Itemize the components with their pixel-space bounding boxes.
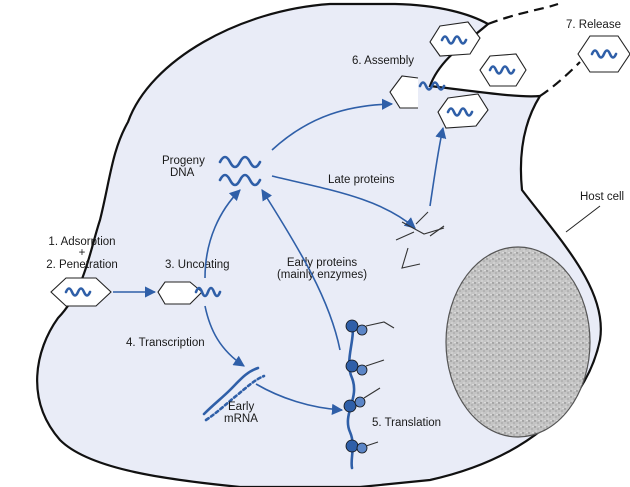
virus-assembled-2: [429, 21, 481, 57]
step-transcription-label: 4. Transcription: [126, 337, 205, 349]
progeny-label-2: DNA: [170, 167, 195, 179]
late-proteins-label: Late proteins: [328, 174, 395, 186]
virus-assembled-1: [437, 93, 489, 129]
early-mrna-label-1: Early: [228, 401, 254, 413]
early-proteins-label-1: Early proteins: [287, 257, 358, 269]
virus-outside: [50, 277, 112, 307]
membrane-gap-side: [539, 61, 581, 97]
arrow-progeny-to-late-proteins: [271, 175, 416, 229]
arrow-progeny-to-assembly: [271, 98, 394, 151]
virus-uncoating: [157, 281, 222, 305]
step-plus-label: +: [79, 247, 86, 259]
late-protein-fragments: [395, 211, 445, 269]
virus-released: [577, 35, 630, 73]
arrow-uncoating-to-progeny: [204, 189, 241, 279]
step-penetration-label: 2. Penetration: [46, 259, 118, 271]
virus-assembled-3: [479, 53, 527, 87]
arrow-uncoating-to-mrna: [204, 305, 245, 367]
membrane-gap-top: [487, 2, 559, 26]
early-proteins-label-2: (mainly enzymes): [277, 269, 367, 281]
arrow-early-proteins-to-progeny: [261, 189, 341, 351]
host-cell-label: Host cell: [580, 191, 624, 203]
progeny-label-1: Progeny: [162, 155, 205, 167]
ribosome-1: [345, 319, 395, 336]
early-mrna-label-2: mRNA: [224, 413, 258, 425]
step-assembly-label: 6. Assembly: [352, 55, 414, 67]
step-translation-label: 5. Translation: [372, 417, 441, 429]
arrow-mrna-to-translation: [255, 383, 344, 415]
step-uncoating-label: 3. Uncoating: [165, 259, 230, 271]
nucleus: [445, 246, 591, 438]
step-release-label: 7. Release: [566, 19, 621, 31]
early-mrna: [202, 366, 266, 422]
progeny-dna: [218, 155, 262, 187]
ribosome-2: [345, 359, 385, 376]
ribosome-3: [343, 387, 381, 413]
step-adsorption-label: 1. Adsorption: [48, 236, 115, 248]
arrow-late-proteins-to-assembly: [429, 126, 447, 207]
host-cell-pointer: [565, 205, 601, 233]
virus-assembling: [389, 75, 446, 109]
ribosome-4: [345, 439, 379, 454]
polysome: [343, 319, 395, 470]
